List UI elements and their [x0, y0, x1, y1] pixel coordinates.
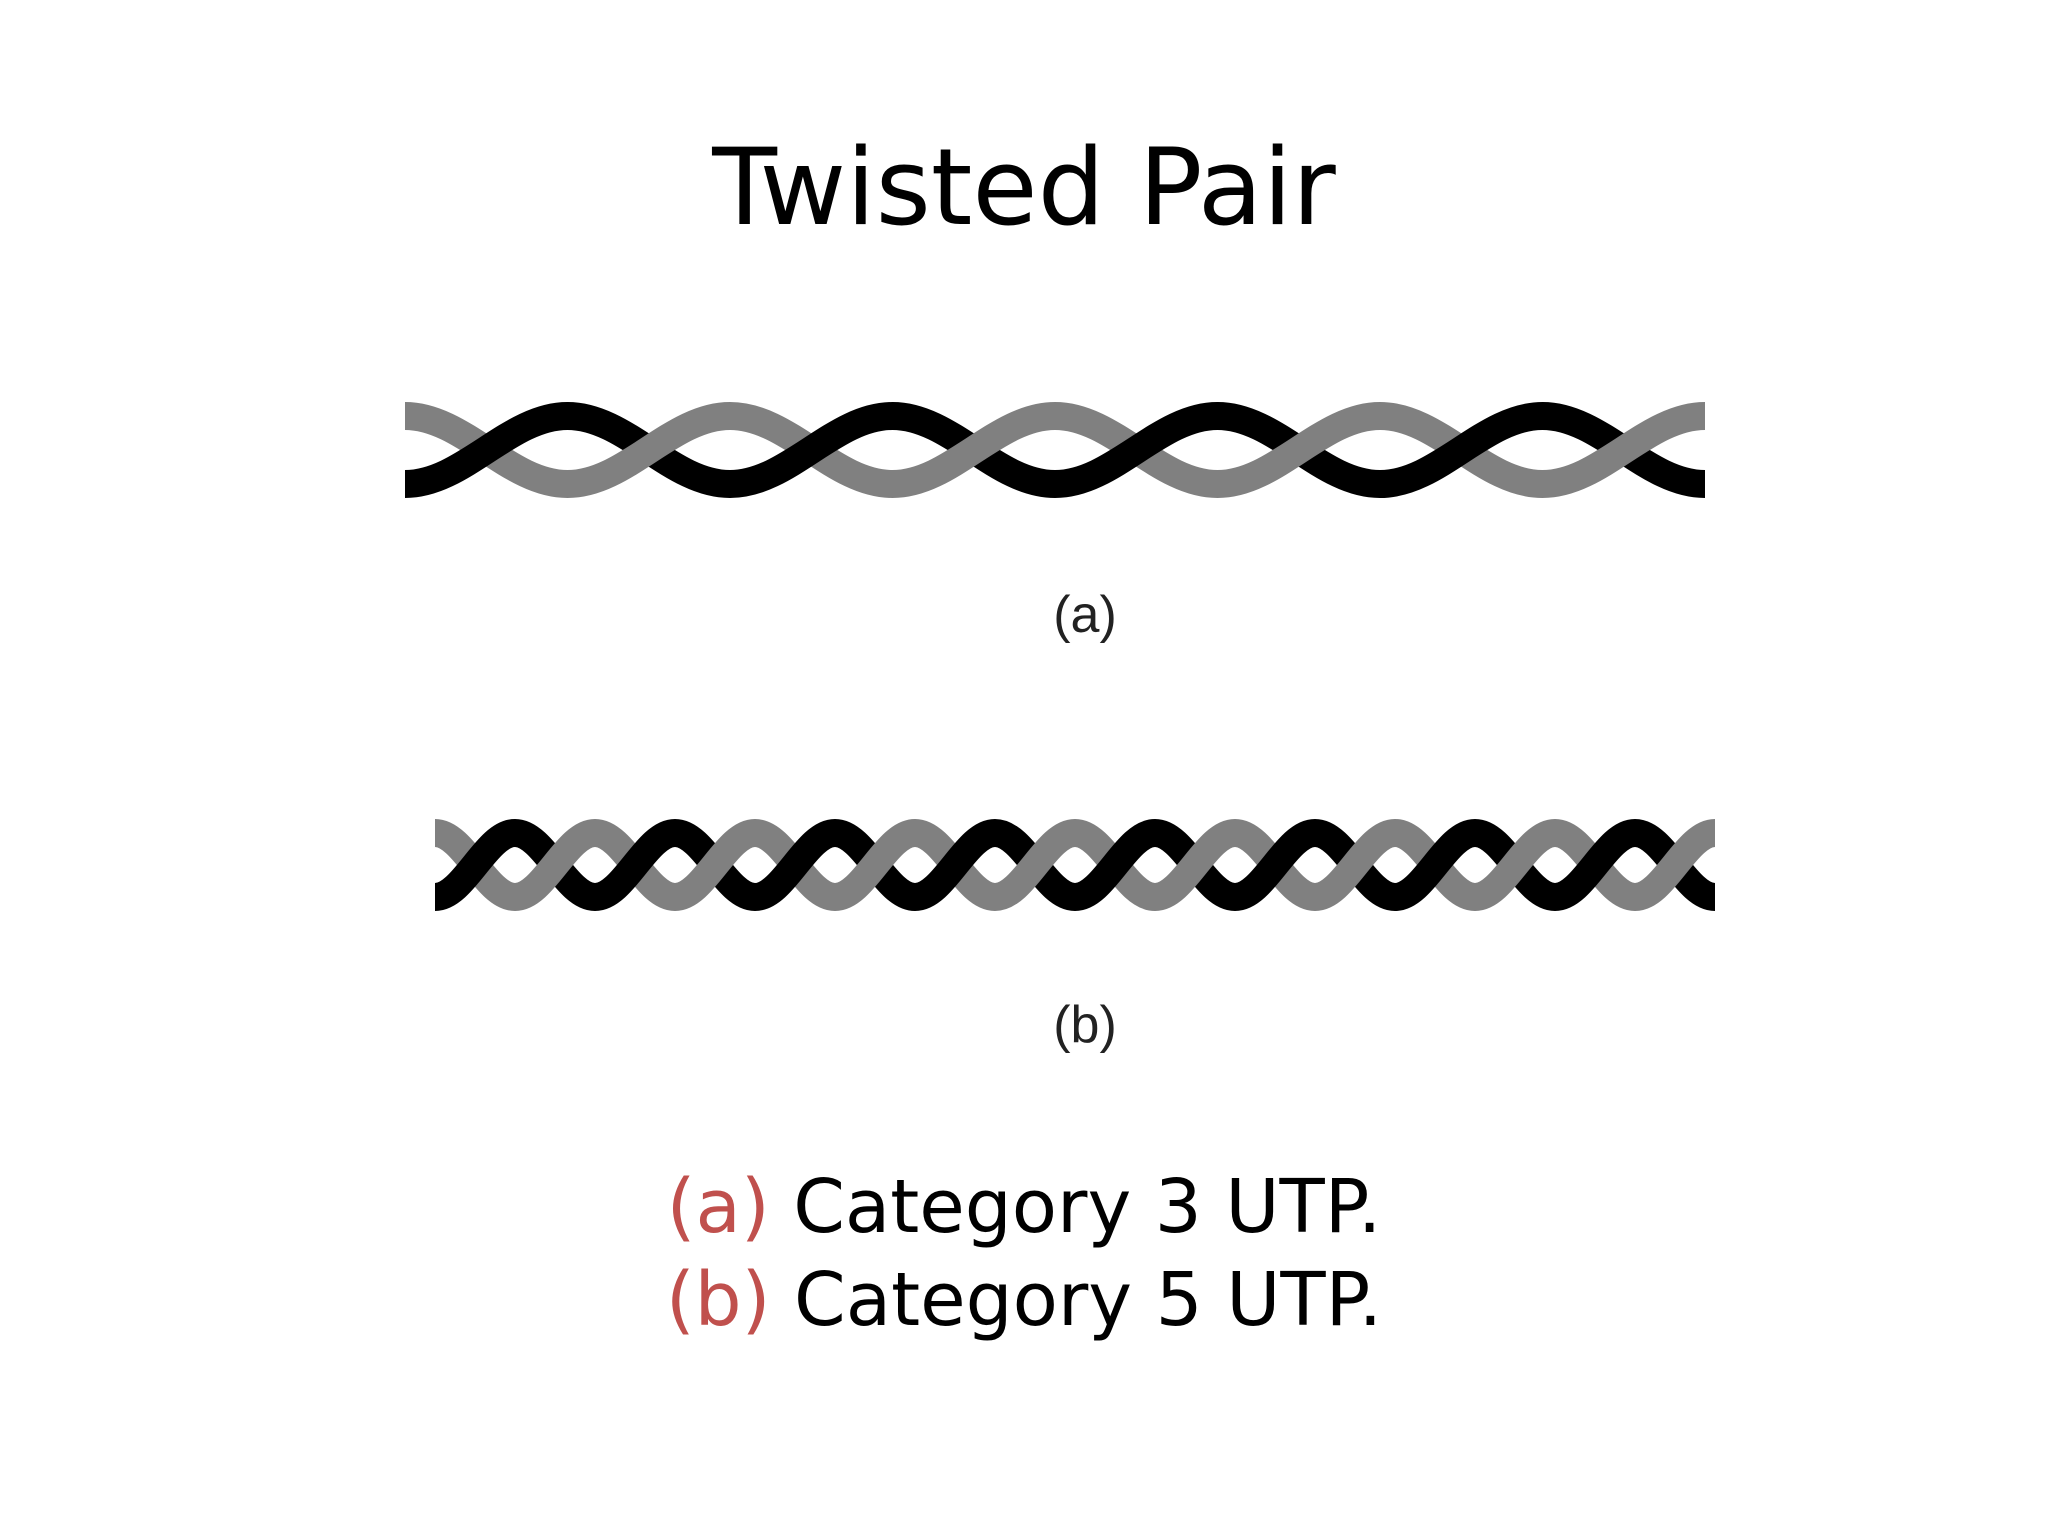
- caption-category-5: (b) Category 5 UTP.: [0, 1256, 2048, 1345]
- twisted-pair-cable-b: [435, 800, 1715, 930]
- caption-marker-a: (a): [667, 1164, 770, 1250]
- caption-marker-b: (b): [666, 1257, 771, 1343]
- figure-label-a: (a): [985, 585, 1185, 645]
- slide-title: Twisted Pair: [0, 130, 2048, 247]
- caption-text-a: Category 3 UTP.: [770, 1164, 1382, 1250]
- figure-label-b: (b): [985, 995, 1185, 1055]
- caption-text-b: Category 5 UTP.: [771, 1257, 1383, 1343]
- twisted-pair-cable-a: [405, 385, 1705, 515]
- caption-category-3: (a) Category 3 UTP.: [0, 1163, 2048, 1252]
